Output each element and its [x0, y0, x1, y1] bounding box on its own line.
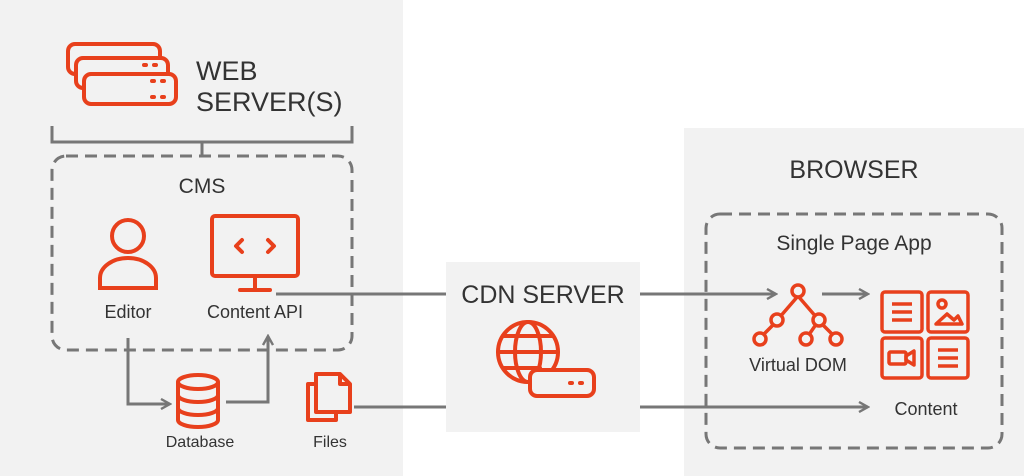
files-label: Files [313, 434, 347, 451]
files-icon [306, 372, 352, 422]
cms-box [50, 154, 354, 352]
server-bracket [50, 126, 354, 156]
virtual-dom-label: Virtual DOM [749, 355, 847, 375]
spa-title: Single Page App [776, 232, 931, 255]
spa-box [704, 212, 1004, 450]
server-panel [0, 0, 403, 476]
text-block-icon [880, 290, 924, 334]
globe-server-icon [496, 320, 596, 398]
server-stack-icon [66, 42, 178, 106]
cdn-title: CDN SERVER [461, 281, 624, 309]
content-api-label: Content API [207, 302, 303, 322]
web-server-label-line1: WEB [196, 56, 258, 86]
image-icon [926, 290, 970, 334]
editor-label: Editor [104, 302, 151, 322]
cdn-panel [446, 262, 640, 432]
tree-icon [752, 283, 844, 347]
monitor-code-icon [210, 214, 300, 292]
database-icon [176, 373, 220, 429]
content-label: Content [894, 399, 957, 419]
editor-to-database-arrow [126, 338, 170, 404]
video-icon [880, 336, 924, 380]
text-block-icon-2 [926, 336, 970, 380]
web-server-label-line2: SERVER(S) [196, 87, 343, 117]
database-to-api-arrow [226, 336, 268, 404]
cms-title: CMS [179, 175, 226, 198]
browser-title: BROWSER [789, 156, 918, 184]
content-grid [880, 290, 970, 380]
database-label: Database [166, 434, 235, 451]
user-icon [98, 218, 158, 290]
